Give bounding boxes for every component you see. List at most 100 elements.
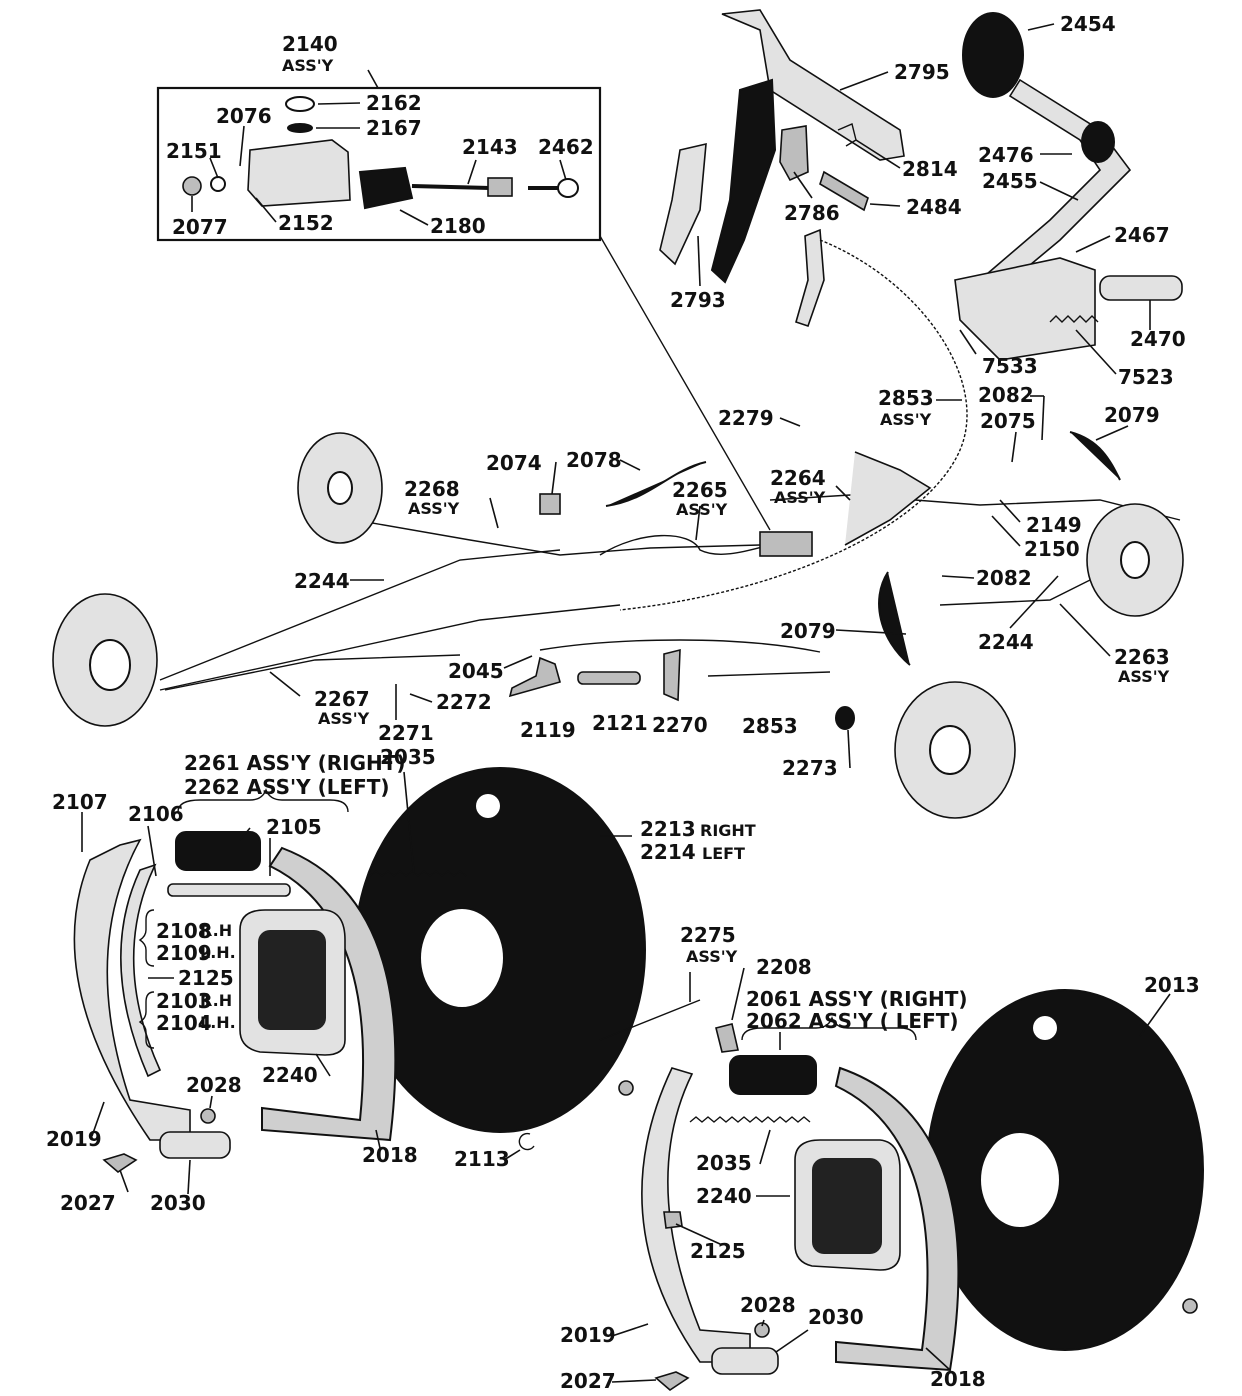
label-2152: 2152 bbox=[278, 211, 334, 235]
label-2213: 2213 bbox=[640, 817, 696, 841]
plate-left-front-hole bbox=[1120, 541, 1150, 579]
link-2030-left bbox=[159, 1131, 231, 1159]
overview-plates bbox=[52, 432, 1184, 819]
clevis-2462 bbox=[557, 178, 579, 198]
boot-2180 bbox=[358, 166, 414, 210]
pedal-2793-right bbox=[710, 78, 777, 284]
backing-plate-2213-stud-hole bbox=[476, 794, 500, 818]
label-2272: 2272 bbox=[436, 690, 492, 714]
brace-2108 bbox=[138, 909, 155, 967]
shoe-2019-right bbox=[641, 1067, 751, 1363]
pedal-pad-2454 bbox=[962, 12, 1024, 98]
part-labels: 2140 ASS'Y 2162 2167 2076 2151 2143 2462… bbox=[46, 12, 1200, 1393]
link-2121 bbox=[577, 671, 641, 685]
label-2853-top-assy: ASS'Y bbox=[880, 410, 932, 429]
label-2013: 2013 bbox=[1144, 973, 1200, 997]
clip-2113 bbox=[518, 1132, 535, 1151]
label-2119: 2119 bbox=[520, 718, 576, 742]
label-2125-right: 2125 bbox=[690, 1239, 746, 1263]
tube-2279 bbox=[844, 451, 932, 546]
adjuster-2108 bbox=[167, 883, 291, 897]
label-2167: 2167 bbox=[366, 116, 422, 140]
nut-right-a bbox=[1182, 1298, 1198, 1314]
label-2470: 2470 bbox=[1130, 327, 1186, 351]
nut-2028-left bbox=[200, 1108, 216, 1124]
label-2107: 2107 bbox=[52, 790, 108, 814]
label-2267-assy: ASS'Y bbox=[318, 709, 370, 728]
label-2030-left: 2030 bbox=[150, 1191, 206, 1215]
label-7533: 7533 bbox=[982, 354, 1038, 378]
label-2108-rh: R.H bbox=[200, 921, 232, 940]
label-2265-assy: ASS'Y bbox=[676, 500, 728, 519]
clip-2814 bbox=[837, 123, 857, 147]
label-2240-left: 2240 bbox=[262, 1063, 318, 1087]
label-2484: 2484 bbox=[906, 195, 962, 219]
push-rod bbox=[411, 184, 491, 190]
cable-2853-assy bbox=[619, 239, 968, 611]
label-2476: 2476 bbox=[978, 143, 1034, 167]
inset-pointer-line bbox=[599, 235, 771, 531]
label-2028-right: 2028 bbox=[740, 1293, 796, 1317]
grommet-2273 bbox=[835, 706, 855, 730]
label-2027-left: 2027 bbox=[60, 1191, 116, 1215]
link-2484 bbox=[819, 170, 869, 212]
label-2208: 2208 bbox=[756, 955, 812, 979]
label-2271: 2271 bbox=[378, 721, 434, 745]
label-2162: 2162 bbox=[366, 91, 422, 115]
hose-2078 bbox=[605, 461, 707, 507]
label-7523: 7523 bbox=[1118, 365, 1174, 389]
drum-left-rear-hole bbox=[89, 639, 131, 691]
label-2214-left: LEFT bbox=[702, 844, 745, 863]
label-2140: 2140 bbox=[282, 32, 338, 56]
label-2076: 2076 bbox=[216, 104, 272, 128]
cap-gasket bbox=[287, 123, 313, 133]
backing-plate-2013-stud-hole bbox=[1033, 1016, 1057, 1040]
backing-plate-2213-hole bbox=[419, 907, 505, 1009]
line-2268 bbox=[354, 519, 761, 556]
label-2018-right: 2018 bbox=[930, 1367, 986, 1391]
exploded-brake-right bbox=[618, 989, 1204, 1392]
reservoir-cap bbox=[285, 96, 315, 112]
block-2074 bbox=[539, 493, 561, 515]
label-2028-left: 2028 bbox=[186, 1073, 242, 1097]
backing-plate-2013-hole bbox=[979, 1131, 1061, 1229]
label-2108: 2108 bbox=[156, 919, 212, 943]
label-2018-left: 2018 bbox=[362, 1143, 418, 1167]
line-left-rear bbox=[159, 604, 621, 691]
cable-end-2853 bbox=[707, 671, 831, 677]
label-2045: 2045 bbox=[448, 659, 504, 683]
boot-2240-window bbox=[258, 930, 326, 1030]
line-2267 bbox=[164, 654, 461, 691]
label-2213-right: RIGHT bbox=[700, 821, 756, 840]
hose-2079-b bbox=[878, 571, 911, 666]
label-2125-left: 2125 bbox=[178, 966, 234, 990]
line-left-rear-2 bbox=[159, 549, 561, 681]
brake-lines bbox=[159, 239, 1181, 691]
exploded-brake-left bbox=[73, 767, 701, 1174]
label-2244-right: 2244 bbox=[978, 630, 1034, 654]
label-2262: 2262 ASS'Y (LEFT) bbox=[184, 775, 390, 799]
nut-2028-right bbox=[754, 1322, 770, 1338]
boot-2240-right-window bbox=[812, 1158, 882, 1254]
label-2454: 2454 bbox=[1060, 12, 1116, 36]
spring-2035 bbox=[369, 870, 467, 877]
label-2143: 2143 bbox=[462, 135, 518, 159]
master-cylinder-inset bbox=[156, 86, 771, 531]
label-2082-top: 2082 bbox=[978, 383, 1034, 407]
label-2853-mid: 2853 bbox=[742, 714, 798, 738]
shoe-rib-2103 bbox=[120, 863, 162, 1078]
nut-left-a bbox=[618, 1080, 634, 1096]
label-2106: 2106 bbox=[128, 802, 184, 826]
label-2275: 2275 bbox=[680, 923, 736, 947]
label-2793: 2793 bbox=[670, 288, 726, 312]
brace-2261 bbox=[177, 788, 349, 813]
label-2035-left: 2035 bbox=[380, 745, 436, 769]
master-cylinder-body bbox=[247, 139, 351, 207]
fitting-2077 bbox=[182, 176, 202, 196]
label-2121: 2121 bbox=[592, 711, 648, 735]
label-2814: 2814 bbox=[902, 157, 958, 181]
label-2113: 2113 bbox=[454, 1147, 510, 1171]
label-2268: 2268 bbox=[404, 477, 460, 501]
pedal-2793-left bbox=[659, 142, 707, 266]
